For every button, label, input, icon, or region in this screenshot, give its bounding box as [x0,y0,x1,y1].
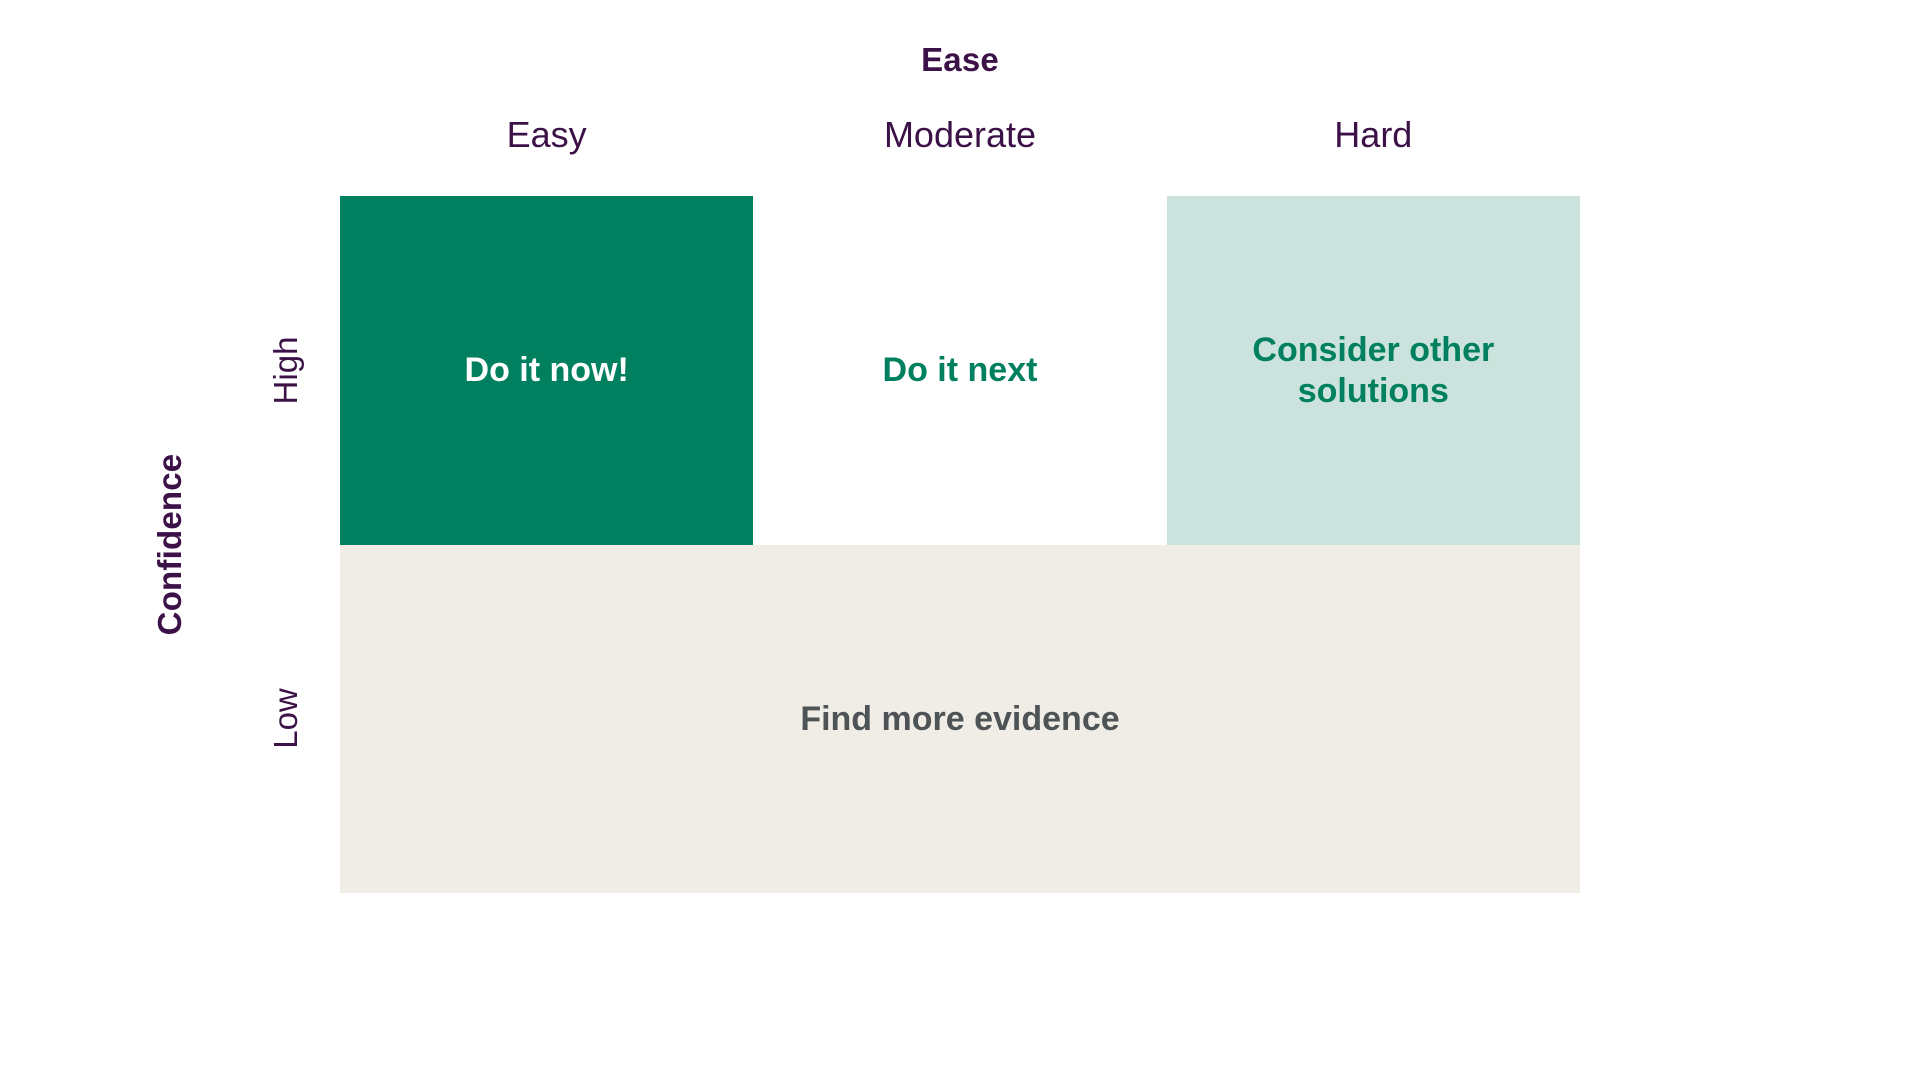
cell-high-easy-label: Do it now! [464,351,629,390]
column-header-row: Easy Moderate Hard [340,110,1580,166]
cell-high-moderate-label: Do it next [882,351,1038,390]
column-header-hard: Hard [1334,114,1413,155]
cell-high-moderate[interactable]: Do it next [753,196,1166,545]
cell-low-all-columns-label: Find more evidence [800,699,1120,738]
y-axis-title: Confidence [140,196,200,893]
cell-low-all-columns[interactable]: Find more evidence [340,545,1580,893]
row-label-low-text: Low [267,688,304,749]
cell-high-easy[interactable]: Do it now! [340,196,754,545]
row-label-high: High [262,196,310,545]
x-axis-title: Ease [921,41,999,78]
matrix-row-low: Find more evidence [340,545,1580,893]
cell-high-hard-label: Consider other solutions [1252,331,1495,410]
row-label-low: Low [262,544,310,893]
row-label-high-text: High [267,336,304,405]
matrix-row-high: Do it now! Do it next Consider other sol… [340,196,1580,545]
column-header-easy: Easy [506,114,587,155]
column-header-moderate: Moderate [883,114,1037,155]
y-axis-title-text: Confidence [151,453,188,636]
cell-high-hard[interactable]: Consider other solutions [1166,196,1580,545]
matrix-grid: Do it now! Do it next Consider other sol… [340,196,1580,893]
